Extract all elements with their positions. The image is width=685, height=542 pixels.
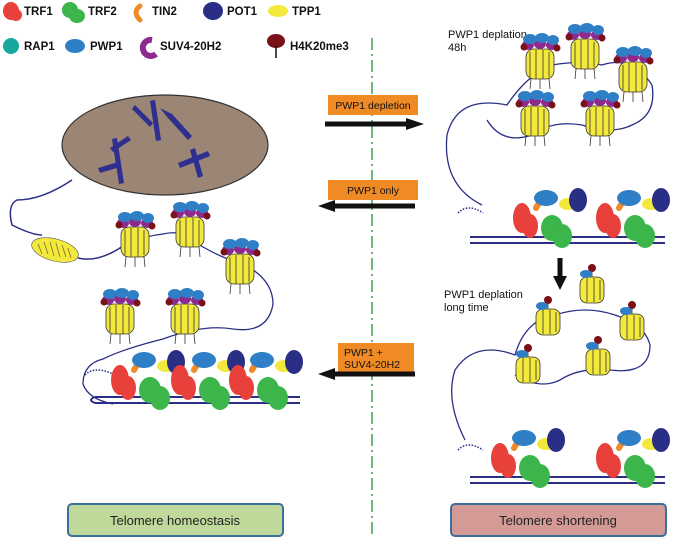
panel-label: long time	[444, 302, 489, 314]
compacted-chromatin	[31, 237, 79, 263]
nucleosome	[580, 89, 621, 147]
nucleosome	[220, 237, 261, 295]
state-label: Telomere shortening	[499, 513, 617, 528]
pot1-icon	[203, 2, 223, 20]
suv420h2-icon	[139, 36, 158, 59]
legend-label-tin2: TIN2	[152, 6, 177, 18]
arrow-pwp1-only: PWP1 only	[318, 180, 418, 212]
legend-label-h4k20me3: H4K20me3	[290, 41, 349, 53]
legend-label-trf2: TRF2	[88, 6, 117, 18]
depletion-48h-panel: PWP1 deplation 48h	[445, 22, 670, 248]
trf1-icon	[3, 2, 22, 21]
legend-label-pot1: POT1	[227, 6, 258, 18]
nucleosome	[579, 263, 605, 304]
legend-label-trf1: TRF1	[24, 6, 53, 18]
arrow-label-box	[328, 95, 418, 115]
nucleosome	[515, 343, 541, 384]
tin2-icon	[133, 3, 143, 23]
arrow-label: PWP1 +	[344, 347, 383, 359]
nucleosome	[170, 200, 211, 258]
shelterin-complex	[491, 428, 565, 488]
nucleosome	[619, 300, 645, 341]
shelterin-complex	[596, 188, 670, 248]
shortening-box: Telomere shortening	[450, 503, 667, 537]
h4k20me3-icon	[267, 34, 285, 58]
rap1-icon	[3, 38, 19, 54]
nucleosome	[520, 32, 561, 90]
nucleus	[61, 94, 269, 196]
shelterin-complex	[513, 188, 587, 248]
legend: TRF1 TRF2 TIN2 POT1 TPP1 RAP1 PWP1 SUV4-…	[3, 2, 349, 59]
arrow-label: PWP1 only	[347, 185, 400, 197]
arrow-pwp1-depletion: PWP1 depletion	[325, 95, 424, 130]
arrow-label-box	[328, 180, 418, 200]
legend-label-tpp1: TPP1	[292, 6, 321, 18]
arrow-label: SUV4-20H2	[344, 359, 400, 371]
arrow-label: PWP1 depletion	[335, 100, 410, 112]
nucleosome	[585, 335, 611, 376]
panel-label: PWP1 deplation	[444, 289, 523, 301]
legend-label-suv420h2: SUV4-20H2	[160, 41, 221, 53]
pwp1-icon	[65, 39, 85, 53]
state-label: Telomere homeostasis	[110, 513, 241, 528]
panel-label: 48h	[448, 42, 466, 54]
nucleosome	[535, 295, 561, 336]
arrow-down	[553, 258, 567, 290]
nucleosome	[613, 45, 654, 103]
nucleosome	[115, 210, 156, 268]
nucleosome	[565, 22, 606, 80]
panel-label: PWP1 deplation	[448, 29, 527, 41]
homeostasis-box: Telomere homeostasis	[67, 503, 284, 537]
tpp1-icon	[268, 5, 288, 17]
homeostasis-panel	[9, 94, 303, 410]
dna-fiber	[9, 179, 73, 236]
depletion-long-panel: PWP1 deplation long time	[444, 263, 670, 488]
shelterin-complex	[596, 428, 670, 488]
nucleosome	[100, 287, 141, 345]
trf2-icon	[62, 2, 85, 23]
arrow-pwp1-suv420h2: PWP1 + SUV4-20H2	[318, 343, 415, 380]
chromosome-icon	[98, 100, 210, 184]
legend-label-pwp1: PWP1	[90, 41, 123, 53]
legend-label-rap1: RAP1	[24, 41, 55, 53]
arrow-label-box	[338, 343, 414, 373]
